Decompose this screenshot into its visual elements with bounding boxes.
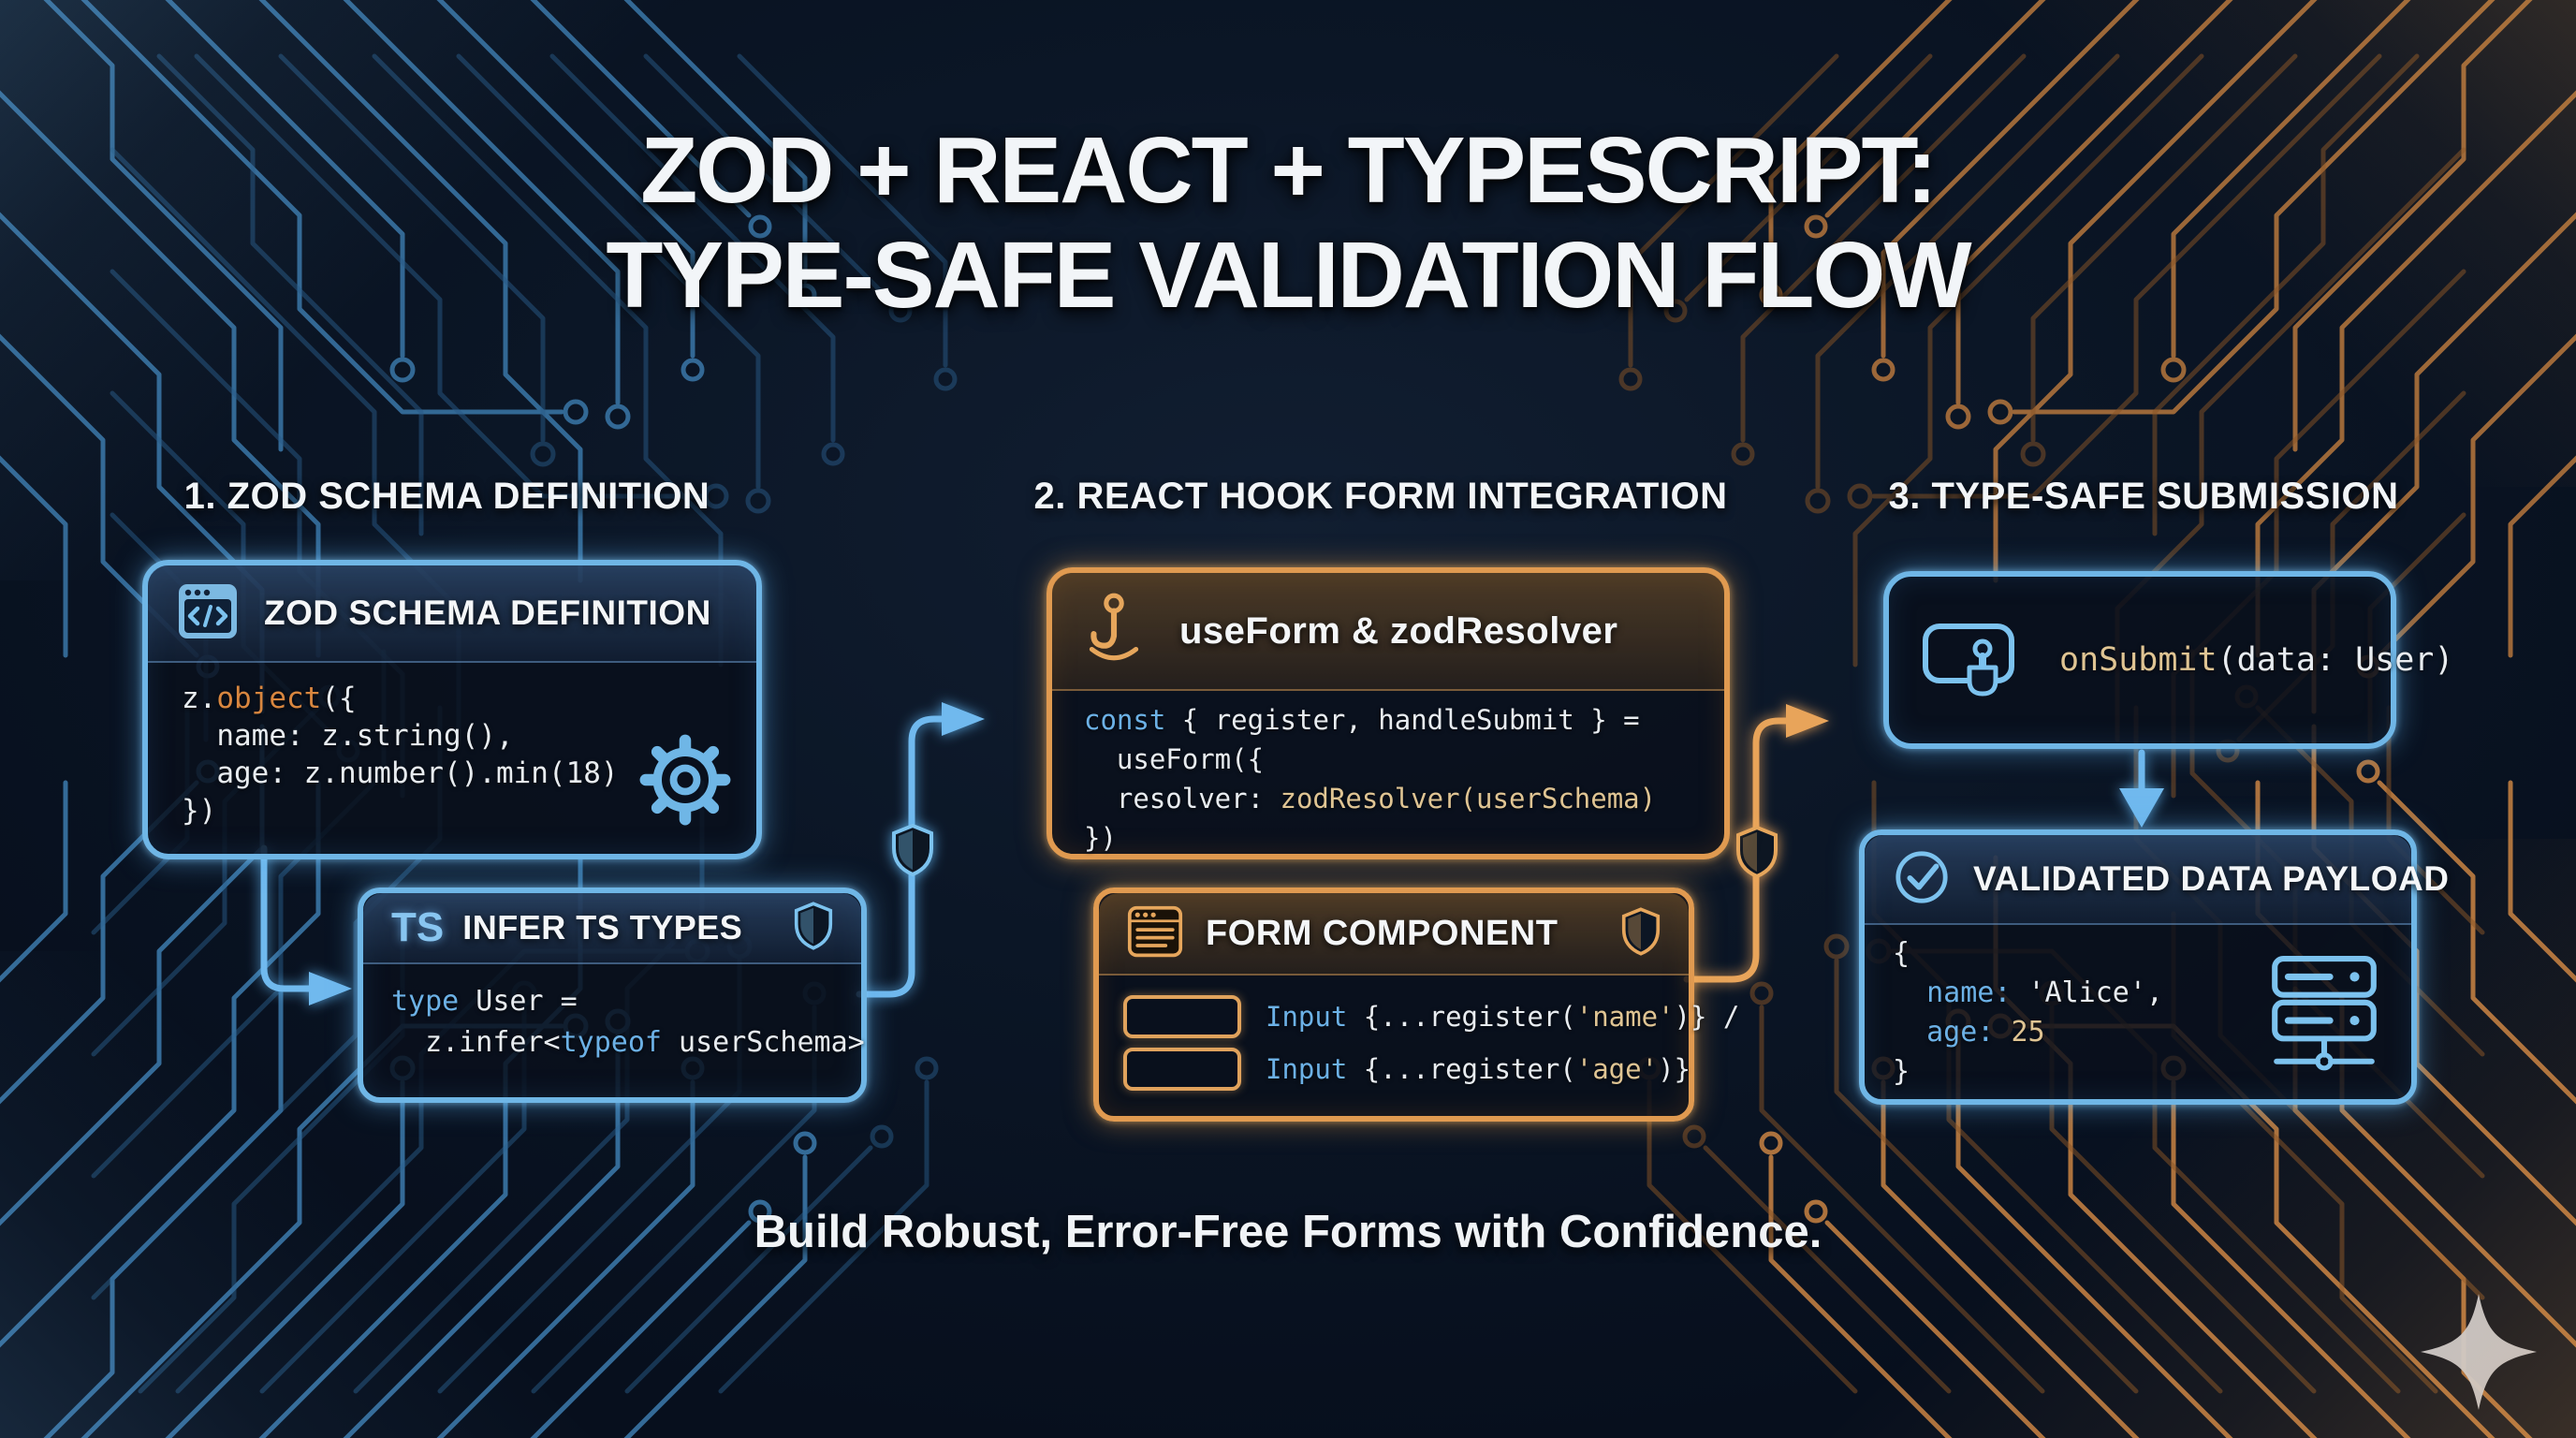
payload-box-body: { name: 'Alice', age: 25} xyxy=(1865,925,2411,1093)
arrow-infer-to-useform xyxy=(856,702,985,998)
useform-box: useForm & zodResolver const { register, … xyxy=(1046,567,1730,859)
step-label-3: 3. TYPE-SAFE SUBMISSION xyxy=(1888,476,2399,517)
infer-types-box: TS INFER TS TYPES type User = z.infer<ty… xyxy=(358,888,867,1103)
light-beam-top-right xyxy=(1883,0,2576,487)
useform-code: const { register, handleSubmit } = useFo… xyxy=(1084,704,1657,854)
form-component-box-title: FORM COMPONENT xyxy=(1206,913,1559,953)
zod-schema-box-body: z.object({ name: z.string(), age: z.numb… xyxy=(148,663,756,850)
shield-icon xyxy=(794,901,833,955)
step-label-1: 1. ZOD SCHEMA DEFINITION xyxy=(183,476,710,517)
code-window-icon xyxy=(176,580,240,648)
onsubmit-box: onSubmit(data: User) xyxy=(1883,571,2453,749)
payload-code: { name: 'Alice', age: 25} xyxy=(1893,937,2163,1088)
tap-button-icon[interactable] xyxy=(1921,615,2031,706)
form-component-box-header: FORM COMPONENT xyxy=(1099,893,1689,976)
step-label-2: 2. REACT HOOK FORM INTEGRATION xyxy=(1033,476,1728,517)
page-title-line1: ZOD + REACT + TYPESCRIPT: xyxy=(640,118,1938,223)
form-code-name: Input {...register('name')} / xyxy=(1266,1001,1740,1033)
form-code-age: Input {...register('age')} xyxy=(1266,1053,1690,1085)
arrow-submit-to-payload xyxy=(2119,749,2164,828)
tagline: Build Robust, Error-Free Forms with Conf… xyxy=(754,1207,1822,1257)
payload-box: VALIDATED DATA PAYLOAD { name: 'Alice', … xyxy=(1859,829,2449,1105)
payload-box-header: VALIDATED DATA PAYLOAD xyxy=(1865,835,2449,925)
form-component-box-body: Input {...register('name')} / Input {...… xyxy=(1099,976,1739,1110)
infer-types-code: type User = z.infer<typeof userSchema> xyxy=(391,985,865,1059)
light-beam-top-left xyxy=(0,0,824,580)
infer-types-box-title: INFER TS TYPES xyxy=(462,908,743,946)
infer-types-box-header: TS INFER TS TYPES xyxy=(363,893,861,964)
zod-schema-code: z.object({ name: z.string(), age: z.numb… xyxy=(182,682,619,828)
page-title: ZOD + REACT + TYPESCRIPT: TYPE-SAFE VALI… xyxy=(0,118,2576,328)
useform-box-header: useForm & zodResolver xyxy=(1052,573,1724,691)
page-title-line2: TYPE-SAFE VALIDATION FLOW xyxy=(606,223,1971,328)
zod-schema-box: ZOD SCHEMA DEFINITION z.object({ name: z… xyxy=(142,560,762,859)
shield-icon xyxy=(1621,906,1661,961)
zod-schema-box-header: ZOD SCHEMA DEFINITION xyxy=(148,565,756,663)
form-row-age: Input {...register('age')} xyxy=(1123,1043,1690,1095)
input-field-outline[interactable] xyxy=(1123,1048,1241,1091)
server-icon xyxy=(2267,953,2381,1081)
ts-badge: TS xyxy=(391,904,445,950)
payload-box-title: VALIDATED DATA PAYLOAD xyxy=(1973,859,2450,898)
form-row-name: Input {...register('name')} / xyxy=(1123,990,1739,1043)
shield-icon xyxy=(892,823,933,877)
gear-icon xyxy=(638,733,732,831)
input-field-outline[interactable] xyxy=(1123,995,1241,1038)
hook-icon xyxy=(1080,590,1148,673)
form-component-box: FORM COMPONENT Input {...register('name'… xyxy=(1093,888,1739,1122)
zod-schema-box-title: ZOD SCHEMA DEFINITION xyxy=(264,594,711,632)
form-window-icon xyxy=(1127,903,1183,964)
onsubmit-code: onSubmit(data: User) xyxy=(2059,641,2454,679)
check-circle-icon xyxy=(1893,848,1951,911)
useform-box-title: useForm & zodResolver xyxy=(1179,609,1618,652)
